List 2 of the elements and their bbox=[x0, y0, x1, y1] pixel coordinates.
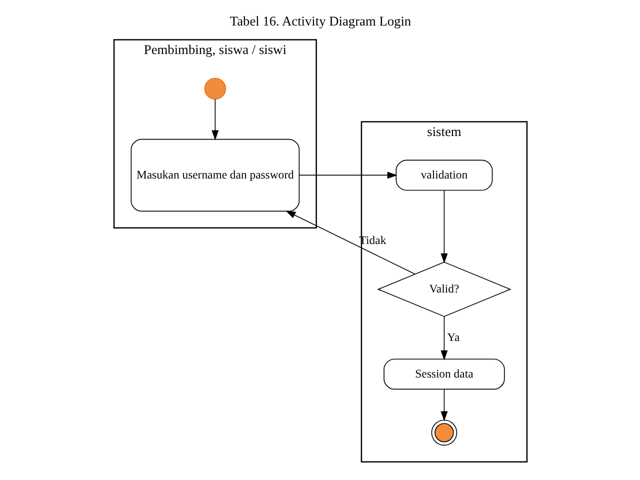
edge-label: Ya bbox=[446, 330, 460, 344]
diagram-title: Tabel 16. Activity Diagram Login bbox=[229, 13, 411, 28]
